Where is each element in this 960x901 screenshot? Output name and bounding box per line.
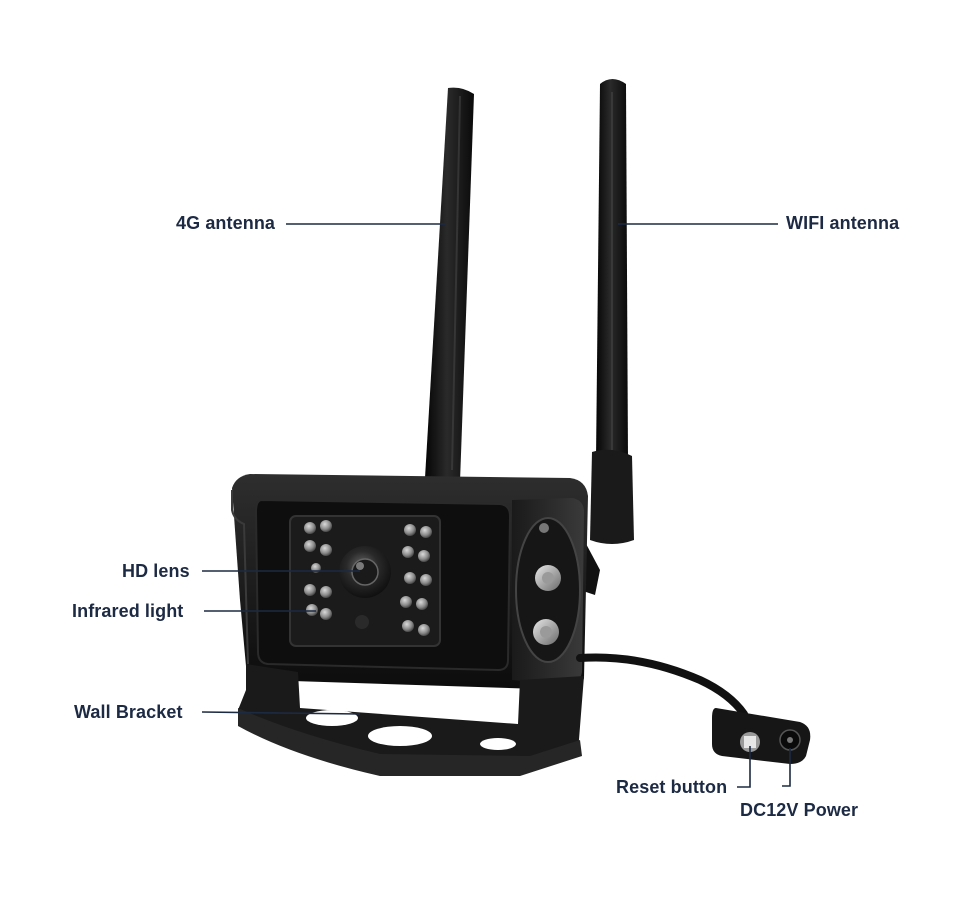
leader-dc-power (782, 748, 791, 787)
leader-wall-bracket (201, 711, 361, 715)
label-hd-lens: HD lens (122, 561, 190, 581)
infrared-leds (304, 520, 432, 636)
label-4g-antenna: 4G antenna (176, 213, 276, 233)
label-wall-bracket: Wall Bracket (74, 702, 183, 722)
leader-reset-button (737, 746, 751, 788)
hd-lens (339, 546, 391, 629)
label-dc-power: DC12V Power (740, 800, 859, 820)
leader-lines (201, 223, 791, 788)
antenna-4g (425, 87, 474, 484)
antenna-wifi (580, 79, 634, 595)
label-infrared-light: Infrared light (72, 601, 184, 621)
power-cable (576, 653, 811, 764)
label-wifi-antenna: WIFI antenna (786, 213, 900, 233)
label-reset-button: Reset button (616, 777, 728, 797)
